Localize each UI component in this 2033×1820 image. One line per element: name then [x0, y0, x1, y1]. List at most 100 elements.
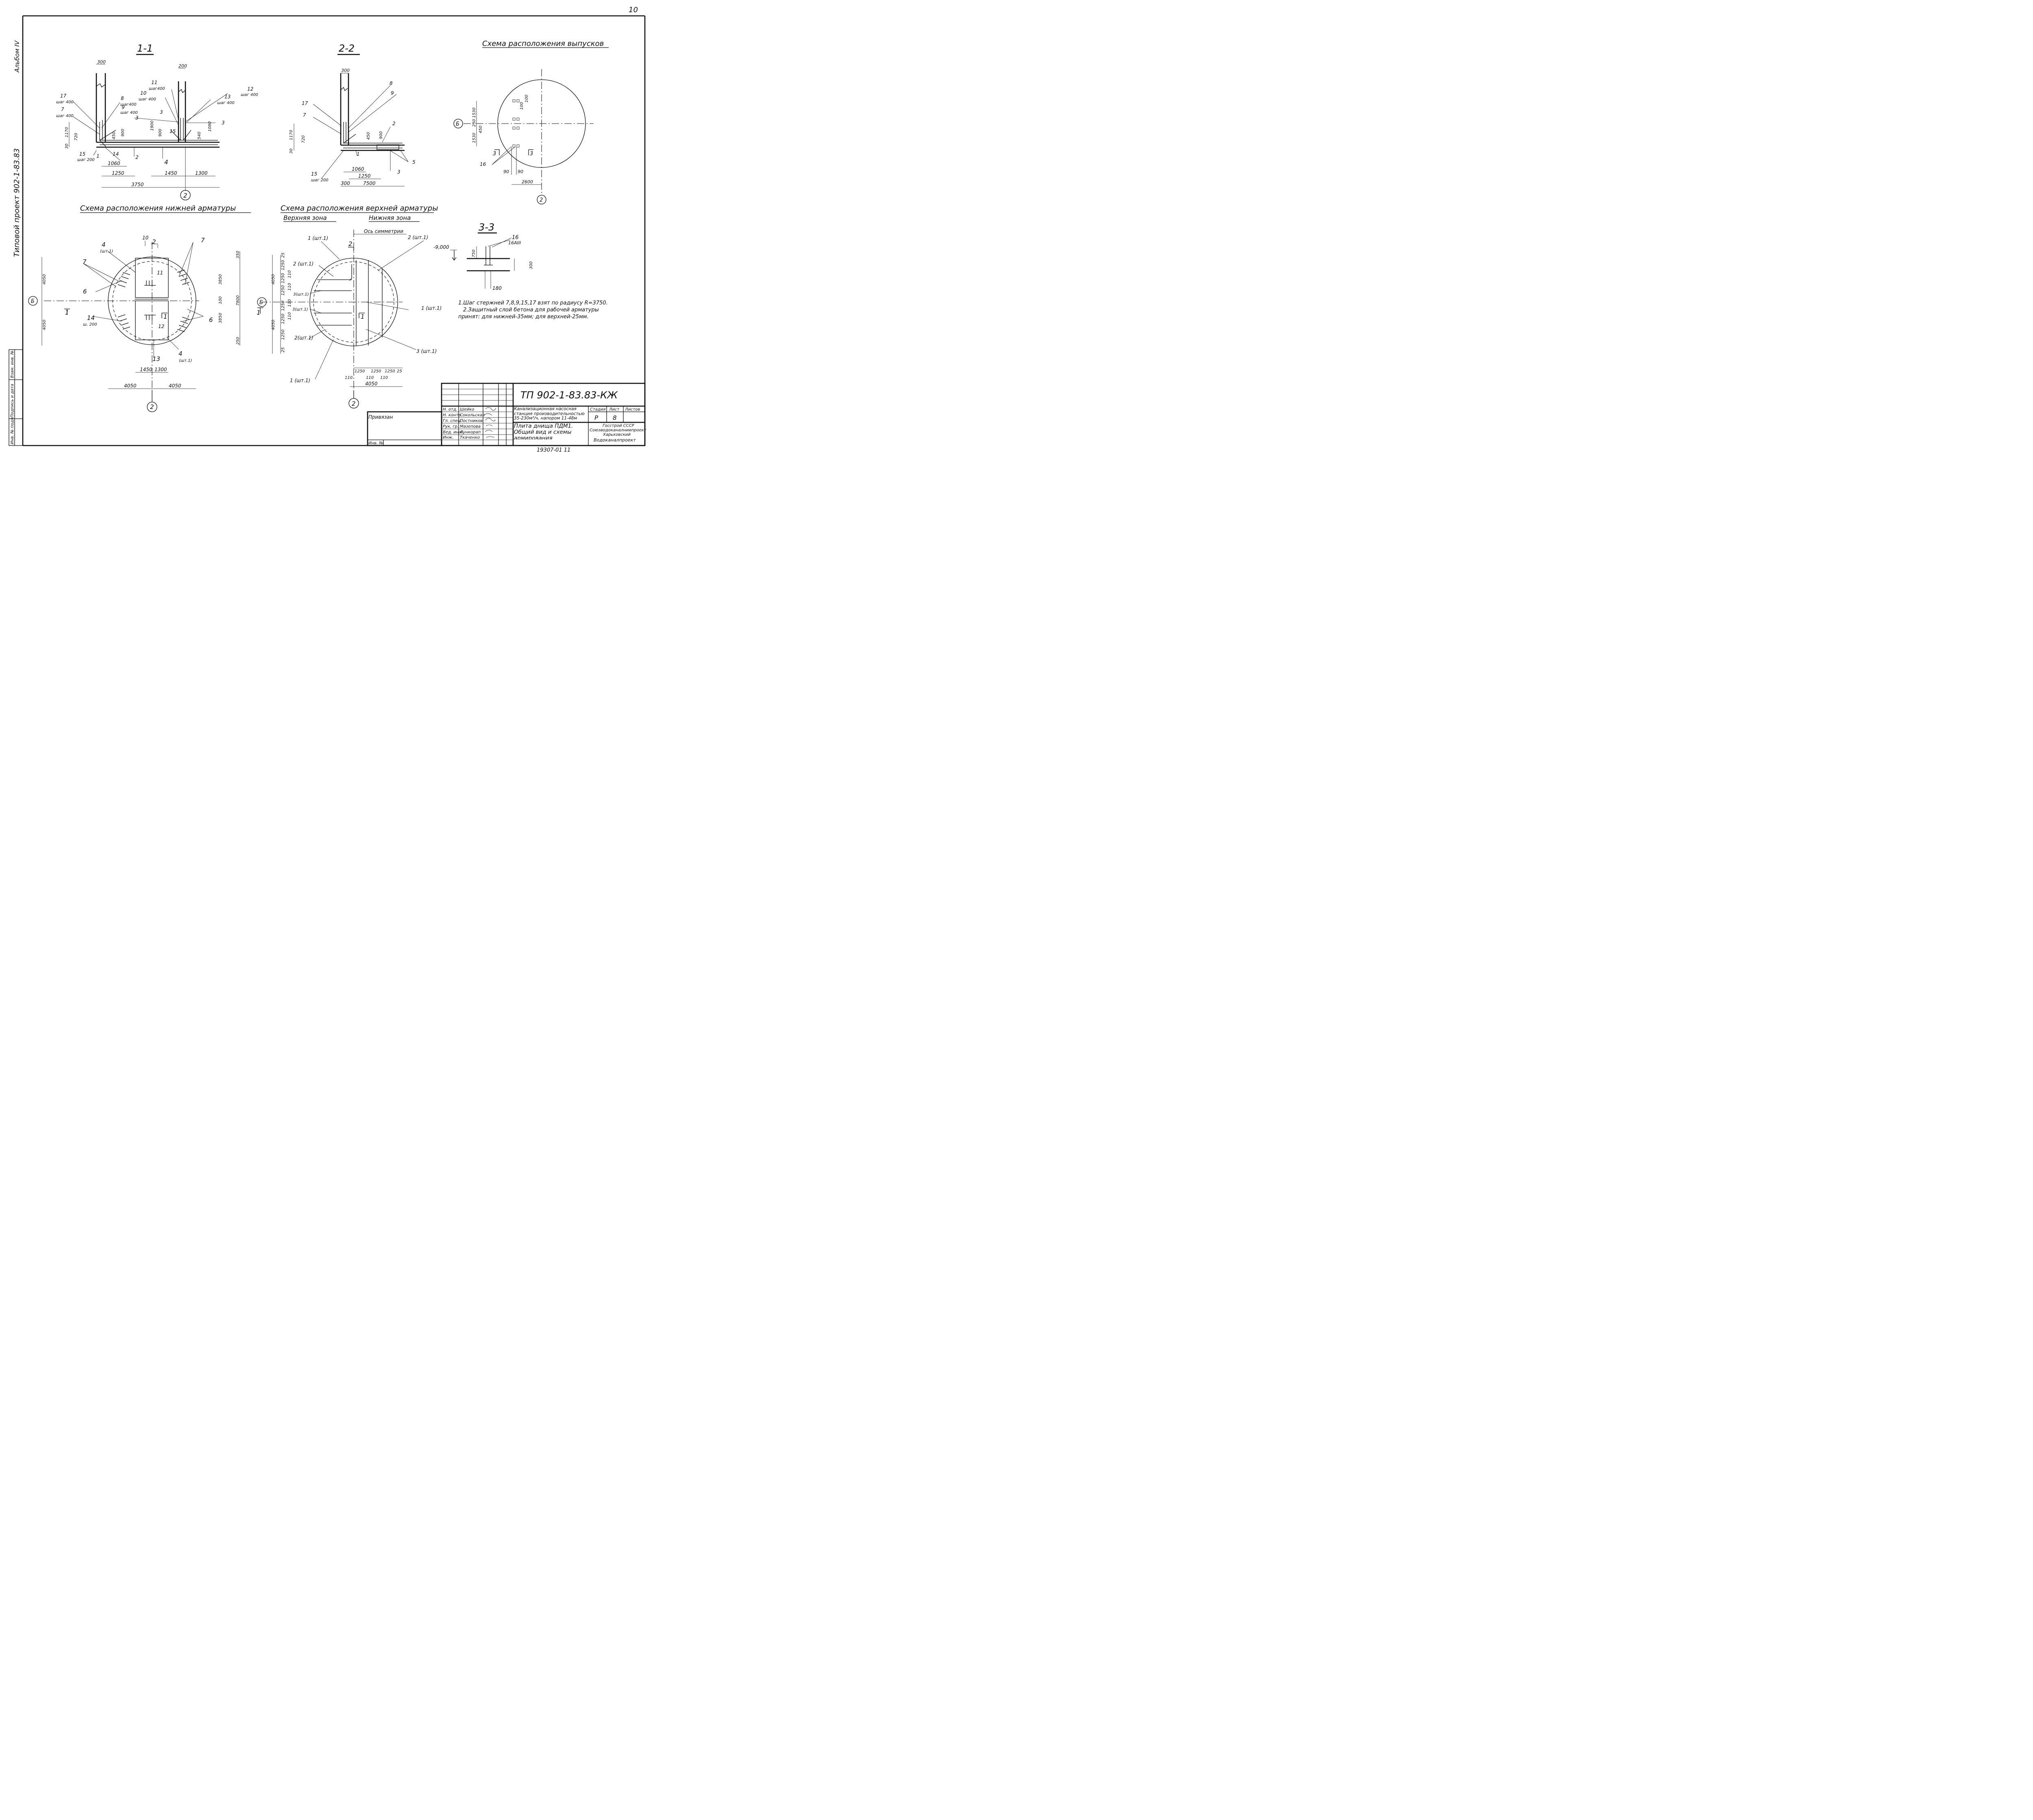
tb-role-0: Н. отд.: [443, 407, 457, 412]
callout-1-1-12-step: шаг 400: [241, 93, 258, 97]
bottom-plan-axis-2: 2: [150, 403, 154, 411]
section-3-3-dim-180: 180: [492, 285, 502, 291]
section-2-2: 2-2 300 1170 720 30 450 900 1060 1250 30…: [289, 43, 416, 187]
dim-1-1-1300: 1300: [195, 170, 208, 176]
bp-callout-13: 13: [152, 355, 160, 363]
tp-dim-b5: 110: [366, 376, 374, 380]
bp-dim-1450: 1450: [140, 367, 152, 372]
tb-work-title-box: Канализационная насосная станция произво…: [514, 407, 585, 421]
callout-1-1-2: 2: [135, 154, 139, 160]
tp-cut-2: 2: [348, 240, 353, 248]
dim-1-1-wall-left: 300: [97, 59, 106, 65]
dim-2-2-300: 300: [341, 68, 350, 73]
section-3-3-title: 3-3: [479, 222, 494, 233]
dim-1-1-900: 900: [121, 129, 125, 137]
callout-1-1-15b-step: шаг 200: [77, 158, 95, 162]
callout-2-2-8: 8: [390, 80, 393, 86]
outlets-dim-450: 450: [479, 126, 483, 133]
callout-1-1-9-step: шаг 400: [120, 111, 138, 115]
dim-1-1-540: 540: [197, 132, 202, 139]
outlets-cut-3a: 3: [493, 151, 496, 157]
callout-1-1-10: 10: [140, 90, 147, 96]
bp-callout-4a-qty: (шт.1): [100, 249, 113, 254]
stamp-signature: Подпись и дата: [10, 384, 15, 417]
outlets-callout-16: 16: [480, 161, 486, 167]
callout-1-1-3a: 3: [135, 115, 139, 121]
outlets-dim-250: 250: [472, 119, 477, 127]
tp-callout-2-left: 2 (шт.1): [293, 261, 313, 267]
tb-role-4: Вед. инж.: [443, 430, 464, 435]
section-1-1-title: 1-1: [137, 43, 153, 54]
bp-callout-2: 2: [152, 238, 156, 246]
tp-callout-1-right: 1 (шт.1): [421, 305, 442, 311]
bp-dim-4050d: 4050: [169, 383, 181, 389]
outlets-dim-100a: 100: [525, 95, 529, 102]
top-plan-title: Схема расположения верхней арматуры: [281, 204, 438, 213]
outlets-dim-1530b: 1530: [472, 133, 477, 143]
section-3-3-dim-750: 750: [472, 250, 476, 257]
callout-1-1-11: 11: [151, 80, 157, 85]
stamp-vzam: Взам. инв. №: [10, 350, 15, 378]
top-plan-axis-2: 2: [352, 400, 356, 407]
section-3-3-dim-300: 300: [529, 261, 533, 269]
album-label: Альбом IV: [13, 40, 21, 73]
dim-2-2-30: 30: [289, 148, 294, 154]
tb-role-5: Инж.: [443, 435, 453, 440]
tp-dim-b2: 1250: [385, 369, 395, 374]
section-1-1: 1-1 300 200 1170 720 30 1060 1250 3750 1…: [56, 43, 258, 200]
tb-name-3: Мазепова: [460, 424, 481, 429]
tb-tied: Привязан: [368, 414, 393, 420]
notes: 1.Шаг стержней 7,8,9,15,17 взят по радиу…: [458, 300, 608, 320]
tp-dim-l1: 1250: [281, 260, 285, 270]
tb-footer: 19307-01 11: [537, 447, 570, 453]
tp-dim-l0: 25: [281, 252, 285, 258]
tp-dim-b7: 4050: [365, 381, 378, 387]
drawing-sheet: 10 Альбом IV Типовой проект 902-1-83.83 …: [0, 0, 651, 456]
outlets-axis-b: Б: [456, 121, 459, 127]
tb-org-3: Водоканалпроект: [594, 437, 636, 443]
tp-dim-l5: 1250: [281, 285, 285, 296]
bp-callout-4b: 4: [178, 350, 183, 357]
bottom-plan-title: Схема расположения нижней арматуры: [80, 204, 236, 213]
tb-org-2: Харьковский: [603, 433, 631, 437]
top-plan-zone-top: Верхняя зона: [283, 214, 327, 222]
tb-work-title: Канализационная насосная станция произво…: [514, 407, 585, 421]
dim-1-1-1080: 1080: [208, 122, 212, 132]
bp-cut-1b: 1: [163, 313, 168, 320]
bp-dim-100: 100: [218, 296, 223, 304]
callout-1-1-15b: 15: [79, 151, 85, 157]
dim-1-1-3750: 3750: [131, 182, 144, 187]
tp-dim-b3: 25: [397, 369, 402, 374]
tp-callout-3b: 3(шт.1): [292, 307, 308, 312]
bottom-reinforcement-plan: Схема расположения нижней арматуры Б 2 4…: [28, 204, 251, 412]
callout-1-1-12: 12: [247, 86, 253, 92]
side-stamp: Инв. № подл. Подпись и дата Взам. инв. №: [9, 349, 23, 446]
callout-2-2-1: 1: [357, 151, 360, 157]
bp-callout-6a: 6: [83, 288, 87, 295]
tp-dim-b0: 1250: [355, 369, 365, 374]
tp-callout-1-top: 1 (шт.1): [308, 235, 328, 241]
tp-dim-l11: 110: [287, 312, 292, 320]
tb-inv: Инв. №: [368, 441, 383, 446]
outlets-scheme: Схема расположения выпусков Б 2 1530 250…: [453, 39, 609, 204]
dim-2-2-1060: 1060: [352, 166, 364, 172]
dim-1-1-900b: 900: [158, 129, 163, 137]
tb-org-1: Союзводоканалниипроект: [590, 428, 647, 433]
bp-callout-14: 14: [87, 314, 95, 322]
page-number: 10: [629, 6, 638, 14]
stamp-inv-podl: Инв. № подл.: [10, 416, 15, 444]
tb-name-5: Ткаченко: [460, 435, 480, 440]
tp-dim-l4: 110: [287, 270, 292, 278]
tb-name-1: Сокольская: [460, 413, 485, 417]
bp-dim-3850b: 3850: [218, 313, 223, 323]
bp-dim-4050c: 4050: [124, 383, 137, 389]
bp-callout-6b: 6: [209, 316, 213, 324]
tp-cut-1a: 1: [257, 309, 261, 316]
outlets-title: Схема расположения выпусков: [482, 39, 604, 48]
tb-org-0: Госстрой СССР: [603, 424, 635, 428]
callout-1-1-3c: 3: [222, 120, 225, 126]
tp-dim-b4: 110: [345, 376, 353, 380]
bp-dim-4050b: 4050: [42, 320, 47, 330]
dim-2-2-900: 900: [379, 131, 383, 139]
tp-cut-1b: 1: [361, 313, 365, 320]
